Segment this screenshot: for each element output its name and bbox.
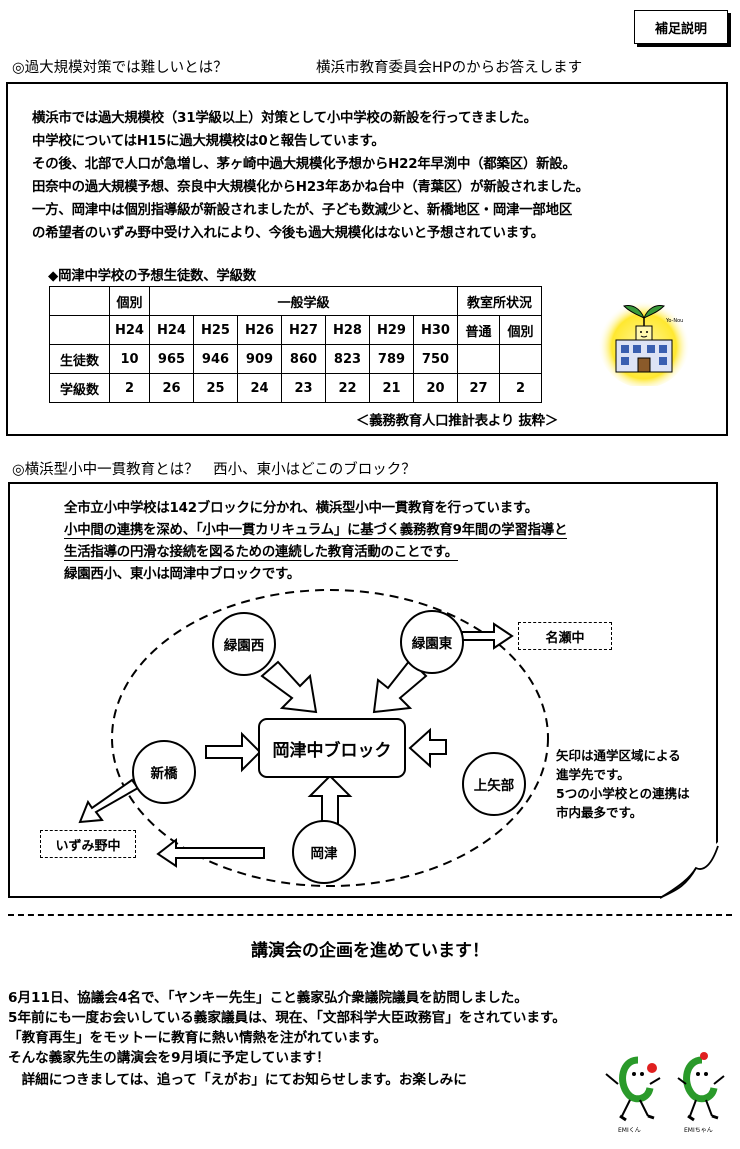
table-header-cell: H25 (193, 315, 238, 345)
table-cell: 26 (149, 373, 194, 403)
arrow-to-izumino-2 (156, 837, 265, 868)
school-circle-ryokuen-nishi: 緑園西 (212, 612, 276, 676)
diagram-note-line: 進学先です。 (556, 767, 630, 782)
table-header-cell: 個別 (499, 315, 542, 345)
block-diagram (78, 589, 549, 887)
section2-line: 生活指導の円滑な接続を図るための連続した教育活動のことです。 (64, 540, 458, 561)
table-row: 生徒数 10 965 946 909 860 823 789 750 (49, 344, 542, 374)
arrow-kamiyabe (408, 727, 447, 769)
student-projection-table: 個別 一般学級 教室所状況 H24 H24 H25 H26 H27 H28 H2… (49, 286, 542, 403)
table-cell: 24 (237, 373, 282, 403)
diagram-note-line: 矢印は通学区域による (556, 748, 681, 763)
table-cell: 22 (325, 373, 370, 403)
section2-line: 小中間の連携を深め、「小中一貫カリキュラム」に基づく義務教育9年間の学習指導と (64, 518, 567, 539)
section1-line: の希望者のいずみ野中受け入れにより、今後も過大規模化はないと予想されています。 (32, 226, 544, 241)
lecture-line: 「教育再生」をモットーに教育に熱い情熱を注がれています。 (8, 1030, 387, 1046)
lecture-line: 6月11日、協議会4名で、「ヤンキー先生」こと義家弘介衆議院議員を訪問しました。 (8, 990, 528, 1006)
lecture-line: そんな義家先生の講演会を9月頃に予定しています！ (8, 1050, 330, 1066)
okatsu-block-label: 岡津中ブロック (258, 718, 406, 778)
supplement-tag: 補足説明 (634, 10, 728, 44)
table-header-cell: 教室所状況 (457, 286, 542, 316)
section1-heading: ◎過大規模対策では難しいとは？ (12, 60, 228, 76)
section1-line: 中学校についてはH15に過大規模校は0と報告しています。 (32, 134, 385, 149)
diagram-note-line: 市内最多です。 (556, 805, 643, 820)
table-header-cell: H27 (281, 315, 326, 345)
izumino-junior-high-label: いずみ野中 (40, 830, 136, 858)
table-cell: 750 (413, 344, 458, 374)
table-cell: 965 (149, 344, 194, 374)
diagram-note-line: 5つの小学校との連携は (556, 786, 690, 801)
lecture-line: 詳細につきましては、追って「えがお」にてお知らせします。お楽しみに (8, 1072, 467, 1088)
nase-junior-high-label: 名瀬中 (518, 622, 612, 650)
table-sub-header-row: H24 H24 H25 H26 H27 H28 H29 H30 普通 個別 (49, 315, 542, 345)
table-note: ＜義務教育人口推計表より 抜粋＞ (356, 414, 559, 429)
section2-box (8, 482, 718, 898)
mascot-emi-kun-icon: EMIくん (605, 1056, 661, 1134)
section2-line: 全市立小中学校は142ブロックに分かれ、横浜型小中一貫教育を行っています。 (64, 501, 538, 516)
school-circle-kamiyabe: 上矢部 (462, 752, 526, 816)
section1-box (6, 82, 728, 436)
section1-line: 横浜市では過大規模校（31学級以上）対策として小中学校の新設を行ってきました。 (32, 111, 537, 126)
table-row-label: 学級数 (49, 373, 110, 403)
table-cell: 23 (281, 373, 326, 403)
arrow-to-izumino-1 (78, 778, 140, 824)
section1-source: 横浜市教育委員会HPのからお答えします (316, 60, 583, 76)
table-cell: 20 (413, 373, 458, 403)
section-separator (8, 914, 732, 916)
school-circle-shinbashi: 新橋 (132, 740, 196, 804)
table-cell: 25 (193, 373, 238, 403)
arrow-ryokuen-higashi (372, 658, 428, 714)
section1-line: 一方、岡津中は個別指導級が新設されましたが、子ども数減少と、新橋地区・岡津一部地… (32, 203, 573, 218)
arrow-ryokuen-nishi (260, 660, 318, 714)
table-cell: 860 (281, 344, 326, 374)
lecture-heading: 講演会の企画を進めています！ (251, 941, 489, 961)
table-group-header-row: 個別 一般学級 教室所状況 (49, 286, 542, 316)
table-header-cell: H24 (149, 315, 194, 345)
section2-heading: ◎横浜型小中一貫教育とは？ 西小、東小はどこのブロック？ (12, 462, 416, 478)
school-circle-okatsu: 岡津 (292, 820, 356, 884)
table-header-cell: H26 (237, 315, 282, 345)
school-circle-ryokuen-higashi: 緑園東 (400, 610, 464, 674)
school-building-icon: Yo-Nou (598, 296, 690, 386)
table-cell: 2 (499, 373, 542, 403)
table-header-cell: H28 (325, 315, 370, 345)
arrow-to-nase (461, 622, 514, 650)
diagram-note: 矢印は通学区域による 進学先です。 5つの小学校との連携は 市内最多です。 (556, 746, 690, 822)
mascot-label: EMIくん (618, 1127, 641, 1134)
mascot-label: EMIちゃん (684, 1127, 713, 1134)
table-header-cell: 個別 (109, 286, 150, 316)
table-row: 学級数 2 26 25 24 23 22 21 20 27 2 (49, 373, 542, 403)
arrow-shinbashi (205, 731, 262, 773)
page-curl-decoration (660, 842, 719, 899)
mascot-illustration: EMIくん EMIちゃん (605, 1052, 725, 1134)
section1-line: 田奈中の過大規模予想、奈良中大規模化からH23年あかね台中（青葉区）が新設されま… (32, 180, 589, 195)
table-cell: 946 (193, 344, 238, 374)
lecture-line: 5年前にも一度お会いしている義家議員は、現在、「文部科学大臣政務官」をされていま… (8, 1010, 566, 1026)
section1-line: その後、北部で人口が急増し、茅ヶ崎中過大規模化予想からH22年早渕中（都築区）新… (32, 157, 576, 172)
mascot-emi-chan-icon: EMIちゃん (677, 1052, 725, 1134)
table-cell: 2 (109, 373, 150, 403)
section2-line: 緑園西小、東小は岡津中ブロックです。 (64, 567, 301, 582)
table-header-cell: H29 (369, 315, 414, 345)
table-cell: 27 (457, 373, 500, 403)
table-header-cell (49, 315, 110, 345)
table-title: ◆岡津中学校の予想生徒数、学級数 (48, 269, 256, 284)
table-cell: 21 (369, 373, 414, 403)
logo-text: Yo-Nou (665, 318, 683, 324)
